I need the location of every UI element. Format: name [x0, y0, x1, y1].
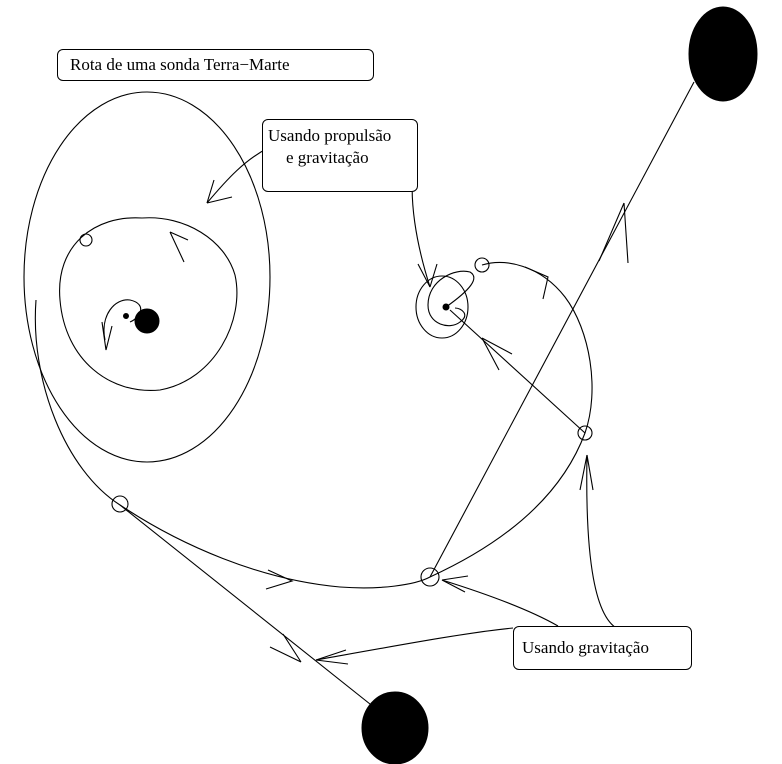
- transfer-trajectory-main: [34, 262, 593, 589]
- left-orbit-system: [23, 91, 271, 463]
- orbit-probe-marker-left: [79, 233, 93, 247]
- small-orbit-circle: [415, 275, 469, 339]
- top-right-planet: [688, 6, 758, 102]
- propulsion-label-line1: Usando propulsão: [268, 126, 392, 145]
- propulsion-label-line2: e gravitação: [286, 148, 369, 167]
- probe-marker-right: [577, 425, 593, 441]
- escape-arrow-top: [598, 202, 629, 264]
- trajectory-arrow-right: [524, 266, 549, 300]
- inner-spiral-path: [59, 217, 238, 392]
- gravity-pointer-mid-head: [441, 575, 469, 593]
- bottom-planet: [361, 691, 429, 764]
- departure-line: [119, 504, 376, 709]
- gravity-pointer-low: [315, 627, 514, 661]
- approach-line: [449, 309, 586, 434]
- propulsion-pointer-left: [206, 147, 269, 204]
- small-spiral-path: [427, 270, 475, 327]
- gravity-label: Usando gravitação: [513, 626, 692, 670]
- gravity-pointer-mid: [441, 579, 559, 627]
- central-planet: [134, 308, 160, 334]
- title-label: Rota de uma sonda Terra−Marte: [57, 49, 374, 81]
- gravity-pointer-up-head: [579, 454, 594, 491]
- propulsion-pointer-right-head: [417, 263, 438, 288]
- gravity-pointer-low-head: [315, 649, 349, 665]
- propulsion-pointer-left-head: [206, 179, 233, 204]
- propulsion-gravity-label: Usando propulsão e gravitação: [262, 119, 418, 192]
- spiral-arrow-inner: [101, 321, 113, 351]
- approach-arrow: [481, 337, 513, 371]
- planet-moon-dot: [123, 313, 129, 319]
- probe-marker-left: [111, 495, 129, 513]
- right-orbit-system: [415, 257, 593, 441]
- probe-marker-bottom: [420, 567, 440, 587]
- escape-line-top: [429, 81, 695, 578]
- outer-orbit-circle: [23, 91, 271, 463]
- orbit-probe-marker-right-top: [474, 257, 490, 273]
- spiral-arrow-top: [169, 231, 189, 263]
- gravity-pointer-up: [586, 454, 621, 631]
- departure-arrow: [269, 633, 302, 663]
- trajectory-arrow-bottom: [265, 569, 294, 590]
